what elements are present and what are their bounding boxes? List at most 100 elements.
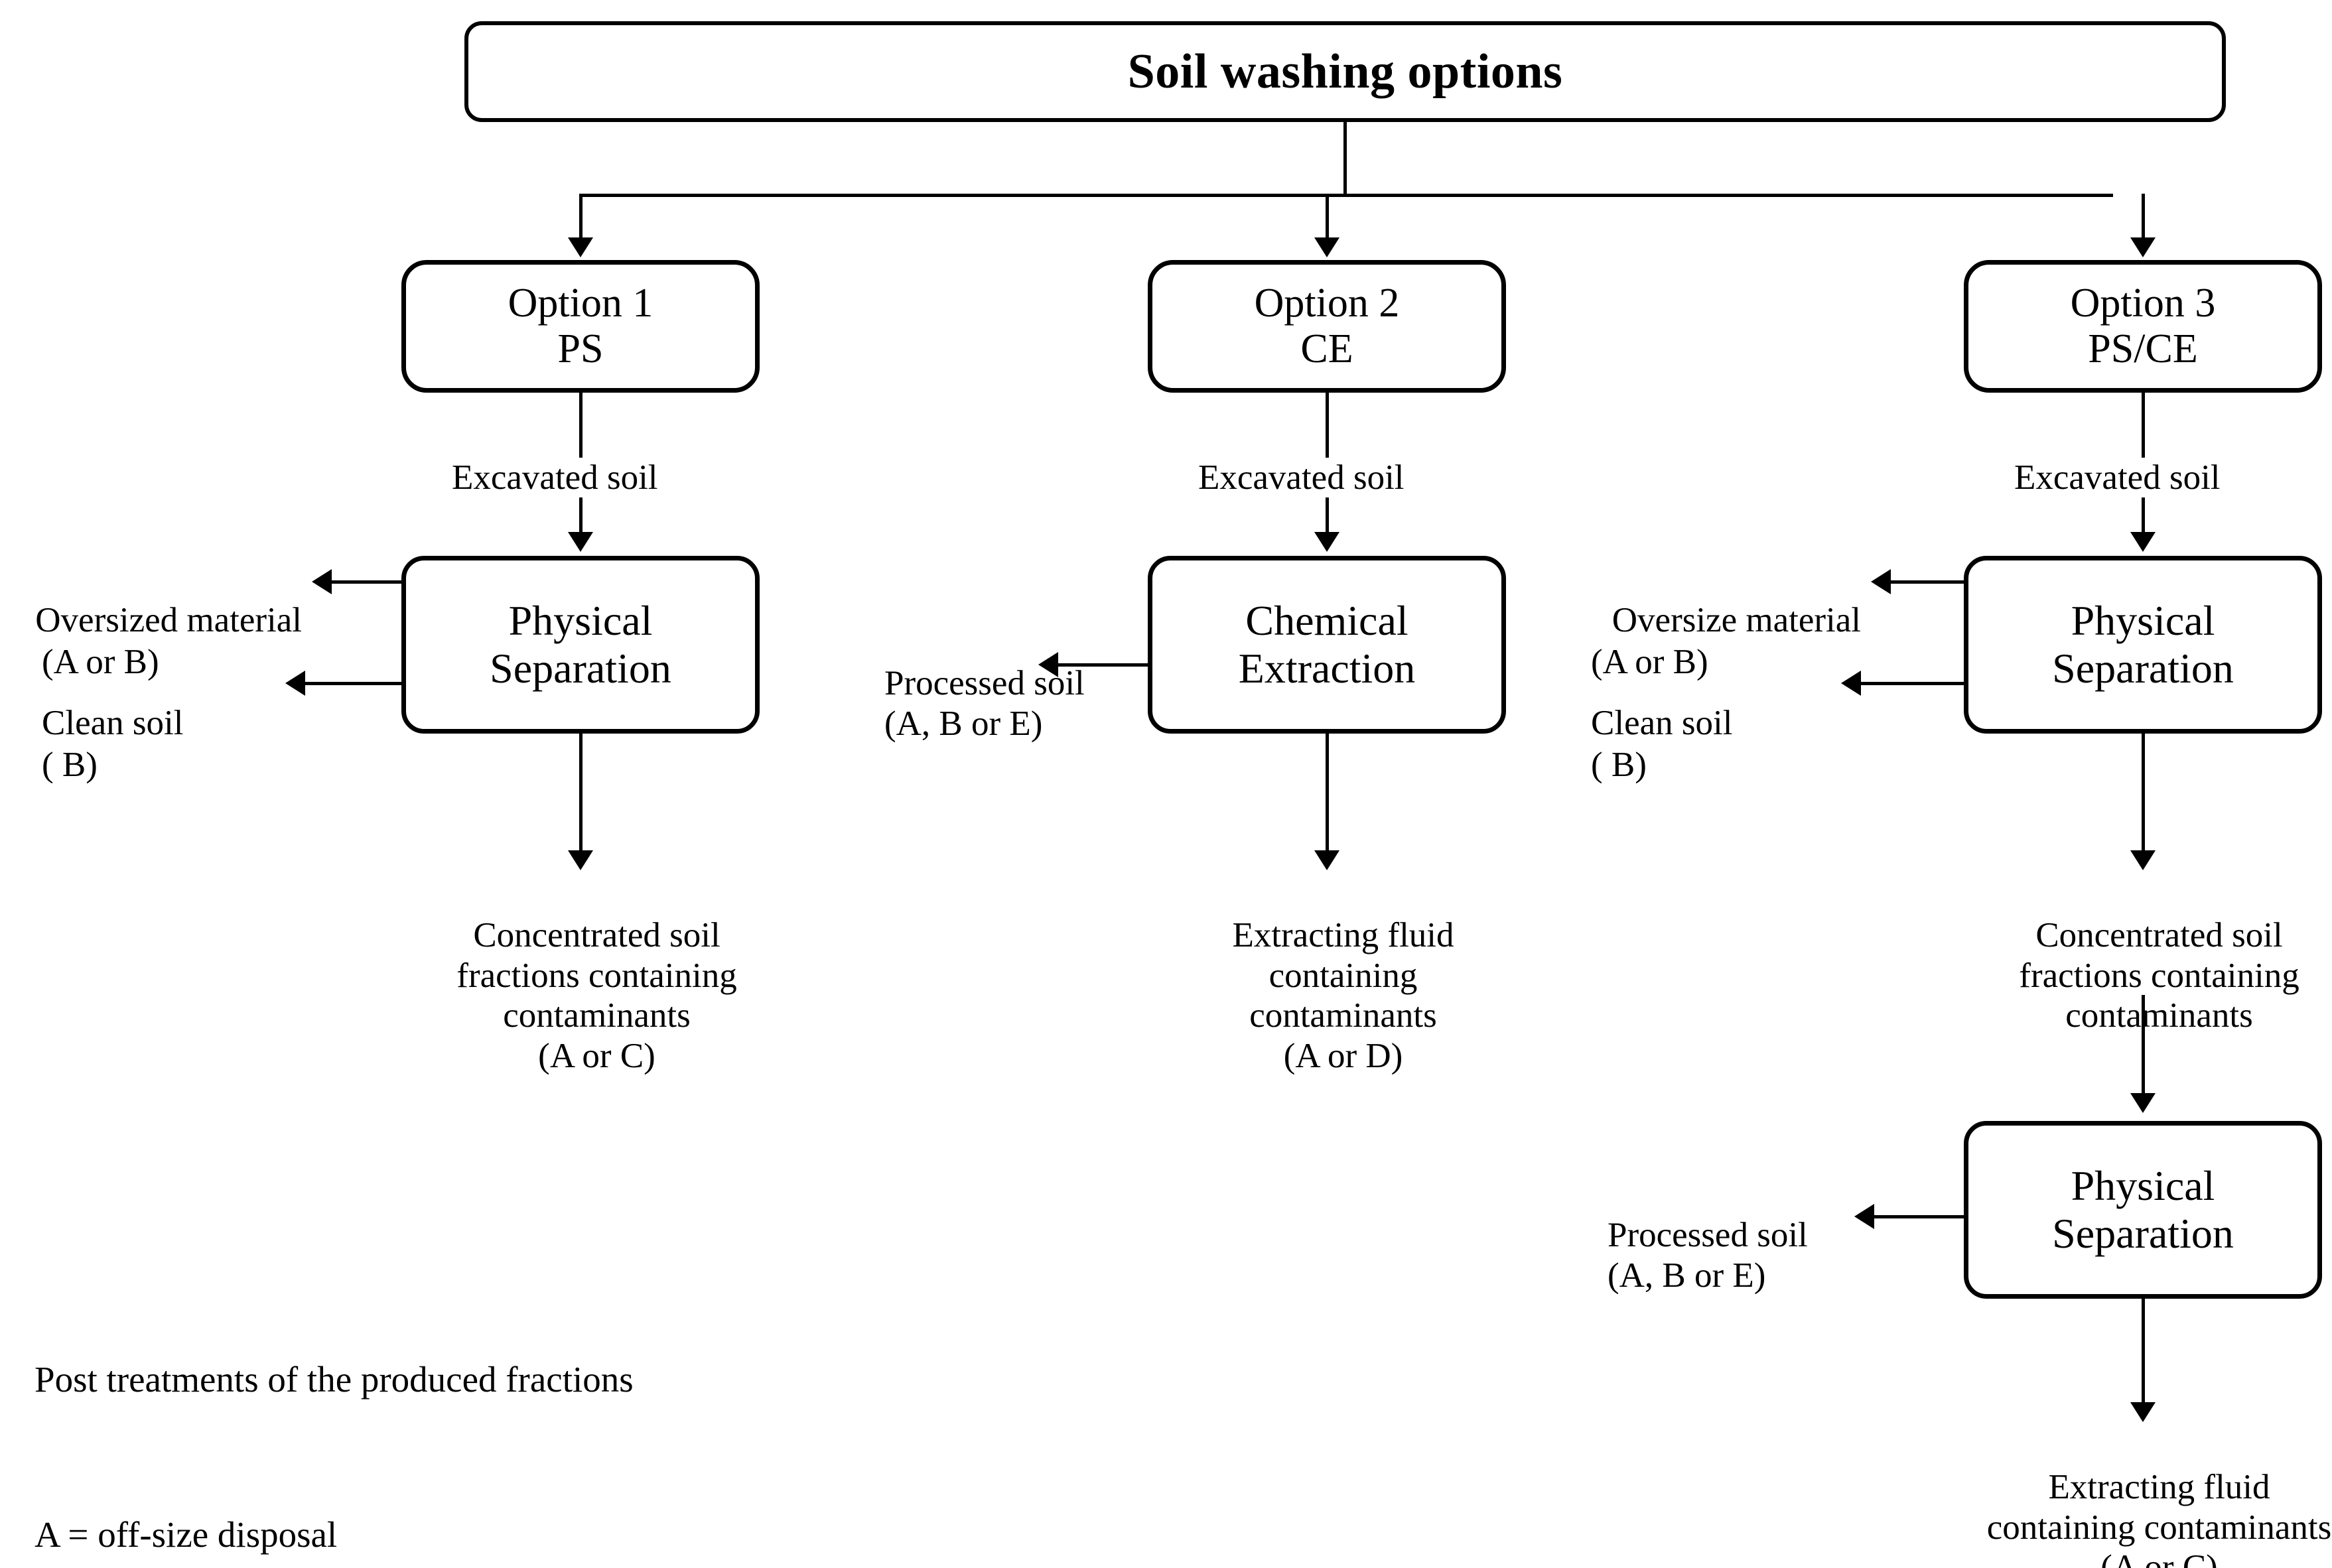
- oversized-material-code-1: (A or B): [7, 602, 159, 722]
- final-output-3-line-3: (A or C): [2100, 1548, 2218, 1568]
- oversize-material-code-3: (A or B): [1556, 602, 1708, 722]
- clean-soil-line-3: [1861, 682, 1967, 685]
- final-output-label-3: Extracting fluid containing contaminants…: [1909, 1427, 2332, 1568]
- processed-soil-3-line-1: Processed soil: [1608, 1216, 1808, 1255]
- concentrated-output-arrow-1: [568, 850, 593, 870]
- processed-soil-arrow-2: [1038, 652, 1058, 677]
- branch-arrow-option-3: [2130, 237, 2156, 257]
- oversize-material-3-line-2: (A or B): [1591, 643, 1708, 682]
- branch-arrow-option-2: [1314, 237, 1339, 257]
- concentrated-output-1-line-1: Concentrated soil: [473, 916, 720, 955]
- processed-soil-line-2: [1058, 663, 1151, 667]
- clean-soil-line-1: [305, 682, 405, 685]
- clean-soil-label-3: Clean soil: [1556, 663, 1732, 783]
- chemical-extraction-line-1: Chemical: [1245, 597, 1408, 645]
- option-box-1: Option 1 PS: [401, 260, 760, 393]
- physical-separation-3-line-2: Separation: [2052, 1210, 2234, 1257]
- processed-soil-3-line-2: (A, B or E): [1608, 1256, 1766, 1295]
- excavated-soil-arrow-3: [2130, 532, 2156, 552]
- concentrated-output-1-line-2: fractions containing: [456, 956, 737, 995]
- processed-soil-arrow-3: [1854, 1204, 1874, 1229]
- option-2-name: Option 2: [1254, 280, 1400, 326]
- concentrated-output-line-3: [2142, 734, 2145, 853]
- legend: Post treatments of the produced fraction…: [34, 1250, 776, 1568]
- physical-separation-3-line-1: Physical: [2071, 1162, 2215, 1210]
- excavated-soil-arrow-2: [1314, 532, 1339, 552]
- concentrated-output-3-line-2: fractions containing: [2019, 956, 2299, 995]
- clean-soil-code-3: ( B): [1556, 705, 1647, 825]
- oversized-material-arrow-1: [312, 569, 332, 594]
- processed-soil-2-line-1: Processed soil: [884, 664, 1085, 703]
- branch-bus-line: [581, 194, 2113, 197]
- branch-line-option-1: [579, 194, 583, 240]
- excavated-soil-label-1: Excavated soil: [448, 458, 662, 497]
- final-output-line-3: [2142, 1299, 2145, 1405]
- concentrated-output-arrow-3: [2130, 850, 2156, 870]
- oversized-material-1-line-1: Oversized material: [35, 601, 302, 640]
- branch-arrow-option-1: [568, 237, 593, 257]
- option-box-2: Option 2 CE: [1148, 260, 1506, 393]
- oversize-material-3-line-1: Oversize material: [1612, 601, 1861, 640]
- physical-separation-1-line-1: Physical: [508, 597, 653, 645]
- oversize-material-arrow-3: [1871, 569, 1891, 594]
- excavated-soil-label-2: Excavated soil: [1194, 458, 1408, 497]
- chemical-extraction-line-2: Extraction: [1238, 645, 1416, 692]
- chemical-extraction-box: Chemical Extraction: [1148, 556, 1506, 734]
- physical-separation-2-line-2: Separation: [2052, 645, 2234, 692]
- clean-soil-arrow-1: [285, 671, 305, 696]
- extracting-fluid-arrow-2: [1314, 850, 1339, 870]
- physical-separation-2-line-1: Physical: [2071, 597, 2215, 645]
- legend-item-a: A = off-size disposal: [34, 1514, 338, 1555]
- extracting-fluid-label-2: Extracting fluid containing contaminants…: [1127, 876, 1525, 1116]
- option-box-3: Option 3 PS/CE: [1964, 260, 2322, 393]
- legend-heading: Post treatments of the produced fraction…: [34, 1359, 634, 1400]
- extracting-fluid-2-line-1: Extracting fluid: [1232, 916, 1454, 955]
- option-1-abbr: PS: [557, 326, 604, 371]
- final-output-3-line-2: containing contaminants: [1986, 1508, 2332, 1547]
- page-title: Soil washing options: [1127, 44, 1563, 99]
- clean-soil-1-line-2: ( B): [42, 746, 98, 785]
- concentrated-output-3-line-1: Concentrated soil: [2035, 916, 2283, 955]
- extracting-fluid-2-line-4: (A or D): [1283, 1036, 1403, 1075]
- concentrated-output-label-1: Concentrated soil fractions containing c…: [380, 876, 778, 1116]
- concentrated-output-label-3: Concentrated soil fractions containing c…: [1943, 876, 2332, 1076]
- concentrated-output-1-line-3: contaminants: [503, 996, 691, 1035]
- excavated-soil-label-3: Excavated soil: [2010, 458, 2225, 497]
- physical-separation-1-line-2: Separation: [490, 645, 671, 692]
- concentrated-output-3-line-3: contaminants: [2065, 996, 2253, 1035]
- clean-soil-3-line-2: ( B): [1591, 746, 1647, 785]
- physical-separation-box-1: Physical Separation: [401, 556, 760, 734]
- processed-soil-line-3: [1874, 1215, 1967, 1218]
- option-3-name: Option 3: [2070, 280, 2216, 326]
- concentrated-output-1-line-4: (A or C): [538, 1036, 655, 1075]
- second-ps-feed-line: [2142, 995, 2145, 1094]
- clean-soil-code-1: ( B): [7, 705, 98, 825]
- oversized-material-label-1: Oversized material: [0, 560, 302, 681]
- title-stem-line: [1343, 122, 1347, 196]
- physical-separation-box-2: Physical Separation: [1964, 556, 2322, 734]
- physical-separation-box-3: Physical Separation: [1964, 1121, 2322, 1299]
- oversized-material-1-line-2: (A or B): [42, 643, 159, 682]
- title-box: Soil washing options: [464, 21, 2226, 122]
- oversized-material-line-1: [332, 580, 405, 584]
- option-2-abbr: CE: [1300, 326, 1353, 371]
- clean-soil-label-1: Clean soil: [7, 663, 183, 783]
- clean-soil-3-line-1: Clean soil: [1591, 704, 1733, 743]
- processed-soil-label-3: Processed soil (A, B or E): [1572, 1175, 1808, 1336]
- excavated-soil-arrow-1: [568, 532, 593, 552]
- oversize-material-line-3: [1891, 580, 1967, 584]
- oversize-material-label-3: Oversize material: [1552, 560, 1861, 681]
- clean-soil-arrow-3: [1841, 671, 1861, 696]
- processed-soil-2-line-2: (A, B or E): [884, 704, 1043, 743]
- branch-line-option-3: [2142, 194, 2145, 240]
- processed-soil-label-2: Processed soil (A, B or E): [849, 623, 1085, 784]
- branch-line-option-2: [1326, 194, 1329, 240]
- clean-soil-1-line-1: Clean soil: [42, 704, 184, 743]
- final-output-arrow-3: [2130, 1402, 2156, 1422]
- extracting-fluid-2-line-2: containing: [1269, 956, 1418, 995]
- option-3-abbr: PS/CE: [2088, 326, 2198, 371]
- option-1-name: Option 1: [508, 280, 653, 326]
- final-output-3-line-1: Extracting fluid: [2048, 1468, 2270, 1507]
- second-ps-feed-arrow: [2130, 1093, 2156, 1113]
